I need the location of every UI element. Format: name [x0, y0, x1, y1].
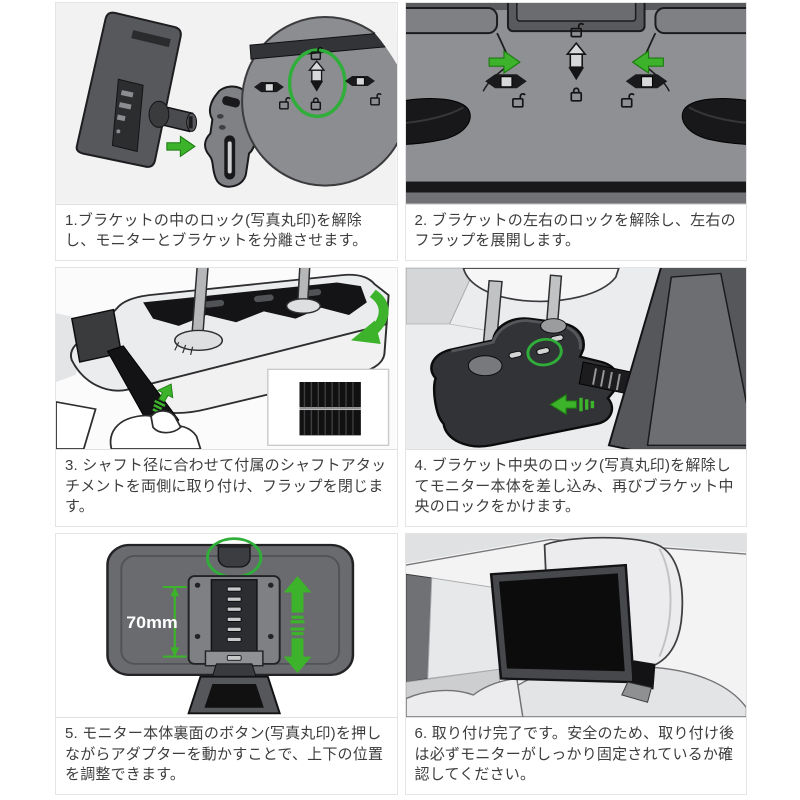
monitor-edge — [607, 268, 746, 449]
mounted-monitor — [489, 563, 655, 703]
step-2-panel: 2. ブラケットの左右のロックを解除し、左右のフラップを展開します。 — [404, 2, 747, 261]
step-3-panel: 3. シャフト径に合わせて付属のシャフトアタッチメントを両側に取り付け、フラップ… — [55, 267, 398, 527]
step-1-panel: 1.ブラケットの中のロック(写真丸印)を解除し、モニターとブラケットを分離させま… — [55, 2, 398, 261]
seat-top-trim — [405, 3, 746, 92]
attachment-inset — [267, 368, 390, 446]
step-2-illustration — [405, 3, 746, 204]
step-4-illustration — [405, 268, 746, 449]
step-3-caption: 3. シャフト径に合わせて付属のシャフトアタッチメントを両側に取り付け、フラップ… — [56, 448, 397, 526]
hand — [56, 401, 202, 449]
step-3-illustration — [56, 268, 397, 449]
headrest-shafts — [174, 268, 322, 355]
headrest-bottom — [461, 268, 620, 303]
green-curved-arrow-icon — [350, 289, 389, 344]
adapter-plate — [187, 575, 281, 667]
dimension-line: 70mm — [126, 586, 187, 658]
release-button — [217, 546, 251, 568]
monitor-back — [75, 11, 182, 168]
green-highlight-circle-icon — [525, 337, 563, 367]
step-5-panel: 70mm 5. モニター本体裏面のボタン(写真丸印)を押しながらアダプターを動か… — [55, 533, 398, 795]
step-6-panel: 6. 取り付け完了です。安全のため、取り付け後は必ずモニターがしっかり固定されて… — [404, 533, 747, 795]
mount-post — [148, 100, 198, 133]
step-2-caption: 2. ブラケットの左右のロックを解除し、左右のフラップを展開します。 — [405, 203, 746, 260]
step-1-caption: 1.ブラケットの中のロック(写真丸印)を解除し、モニターとブラケットを分離させま… — [56, 203, 397, 260]
green-arrow-down-icon — [283, 627, 312, 674]
bracket-bottom-edge — [405, 181, 746, 193]
magnifier-detail — [241, 16, 397, 187]
step-5-caption: 5. モニター本体裏面のボタン(写真丸印)を押しながらアダプターを動かすことで、… — [56, 716, 397, 794]
step-4-panel: 4. ブラケット中央のロック(写真丸印)を解除してモニター本体を差し込み、再びブ… — [404, 267, 747, 527]
step-1-illustration — [56, 3, 397, 204]
step-4-caption: 4. ブラケット中央のロック(写真丸印)を解除してモニター本体を差し込み、再びブ… — [405, 448, 746, 526]
bracket-foot — [187, 663, 282, 715]
green-arrow-up-icon — [283, 576, 312, 624]
step-6-illustration — [405, 534, 746, 717]
step-6-caption: 6. 取り付け完了です。安全のため、取り付け後は必ずモニターがしっかり固定されて… — [405, 716, 746, 794]
step-5-illustration: 70mm — [56, 534, 397, 717]
measurement-label: 70mm — [126, 613, 177, 632]
